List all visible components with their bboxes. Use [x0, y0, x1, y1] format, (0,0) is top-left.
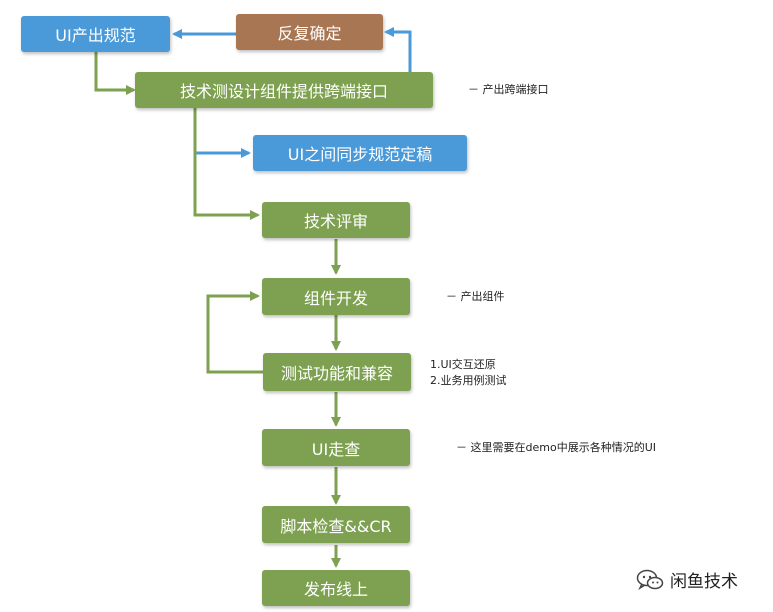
- node-tech-review-label: 技术评审: [303, 212, 368, 231]
- note-component-output: － 产出组件: [446, 290, 505, 303]
- arrow-tech-design-to-ui-sync: [193, 108, 251, 158]
- note-test-line-2: 2.业务用例测试: [430, 374, 507, 387]
- watermark: 闲鱼技术: [636, 567, 738, 592]
- node-test-compat: 测试功能和兼容: [263, 353, 411, 391]
- arrow-ui-spec-to-tech-design: [94, 52, 136, 95]
- arrow-tech-design-to-tech-review: [193, 108, 260, 220]
- node-component-dev-label: 组件开发: [303, 288, 368, 308]
- node-tech-design: 技术测设计组件提供跨端接口: [135, 72, 433, 108]
- node-ui-walk-label: UI走查: [311, 439, 361, 459]
- node-tech-design-label: 技术测设计组件提供跨端接口: [179, 82, 388, 101]
- watermark-text: 闲鱼技术: [670, 572, 738, 592]
- node-ui-sync: UI之间同步规范定稿: [253, 135, 467, 171]
- node-ui-walk: UI走查: [262, 429, 410, 466]
- node-release-label: 发布线上: [303, 580, 368, 599]
- node-feedback: 反复确定: [236, 14, 383, 50]
- node-tech-review: 技术评审: [262, 202, 410, 238]
- node-test-compat-label: 测试功能和兼容: [280, 364, 393, 383]
- arrow-test-to-component-dev-loop: [206, 291, 263, 374]
- node-component-dev: 组件开发: [262, 278, 410, 315]
- node-release: 发布线上: [262, 570, 410, 606]
- note-demo: － 这里需要在demo中展示各种情况的UI: [456, 441, 656, 454]
- wechat-icon: [636, 569, 664, 590]
- arrow-tech-design-to-feedback: [384, 27, 412, 72]
- node-script-check-label: 脚本检查&&CR: [280, 516, 392, 536]
- node-feedback-label: 反复确定: [277, 24, 342, 43]
- note-interface-output: － 产出跨端接口: [468, 83, 549, 96]
- node-ui-sync-label: UI之间同步规范定稿: [287, 145, 433, 164]
- note-test-items: 1.UI交互还原 2.业务用例测试: [430, 357, 507, 389]
- node-ui-spec: UI产出规范: [21, 16, 170, 52]
- note-test-line-1: 1.UI交互还原: [430, 358, 496, 371]
- node-script-check: 脚本检查&&CR: [262, 506, 410, 543]
- node-ui-spec-label: UI产出规范: [55, 26, 136, 45]
